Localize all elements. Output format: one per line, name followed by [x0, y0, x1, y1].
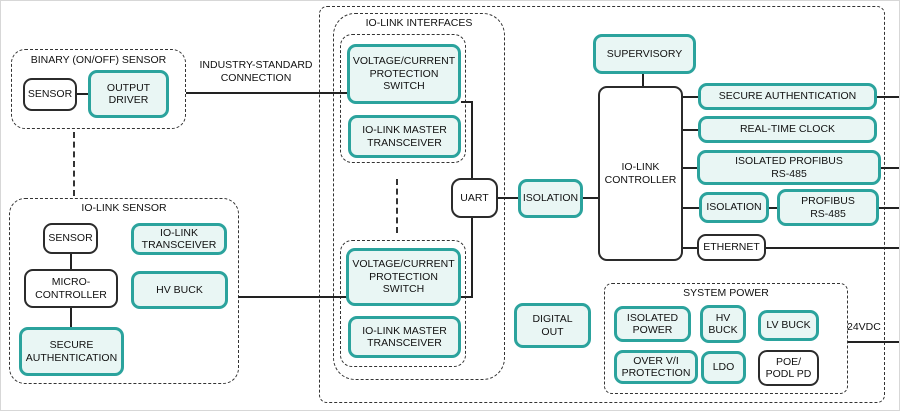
- node-vc-protection-switch-1: VOLTAGE/CURRENT PROTECTION SWITCH: [347, 44, 461, 104]
- node-microcontroller: MICRO- CONTROLLER: [24, 269, 118, 308]
- connector-sensor-to-output-driver: [77, 93, 89, 95]
- node-isolated-profibus: ISOLATED PROFIBUS RS-485: [697, 150, 881, 185]
- connector-supervisory-to-controller: [642, 74, 644, 86]
- node-lv-buck: LV BUCK: [758, 310, 819, 341]
- node-iolink-master-transceiver-1: IO-LINK MASTER TRANSCEIVER: [348, 115, 461, 158]
- connector-iolink-sensor-to-switch2: [238, 296, 347, 298]
- node-vc-protection-switch-2: VOLTAGE/CURRENT PROTECTION SWITCH: [346, 248, 461, 306]
- connector-microcontroller-to-secure-auth: [70, 308, 72, 328]
- node-isolated-power: ISOLATED POWER: [614, 306, 691, 342]
- connector-uart-to-isolation: [498, 197, 518, 199]
- connector-secure-auth-external: [877, 96, 899, 98]
- connector-controller-to-secure-auth: [683, 96, 698, 98]
- connector-port1-stub: [461, 101, 473, 103]
- node-over-vi-protection: OVER V/I PROTECTION: [614, 350, 698, 384]
- node-iolink-sensor-sensor: SENSOR: [43, 223, 98, 254]
- group-main-system: [319, 6, 885, 403]
- node-hv-buck-sensor: HV BUCK: [131, 271, 228, 309]
- connector-24vdc-supply: [848, 341, 899, 343]
- node-digital-out: DIGITAL OUT: [514, 303, 591, 348]
- connector-controller-to-isolated-profibus: [683, 167, 697, 169]
- connector-port2-stub: [461, 296, 473, 298]
- group-title-system-power: SYSTEM POWER: [683, 287, 769, 299]
- node-ethernet: ETHERNET: [697, 234, 766, 261]
- node-ldo: LDO: [701, 351, 746, 384]
- node-poe-podl-pd: POE/ PODL PD: [758, 350, 819, 386]
- connector-more-interfaces-ellipsis: [396, 179, 398, 233]
- node-secure-authentication-main: SECURE AUTHENTICATION: [698, 83, 877, 110]
- connector-controller-to-isolation2: [683, 207, 699, 209]
- connector-sensor-to-microcontroller: [70, 254, 72, 270]
- group-binary-sensor: [11, 49, 186, 129]
- connector-ethernet-external: [766, 247, 899, 249]
- node-isolation-uart: ISOLATION: [518, 179, 583, 218]
- node-secure-authentication-sensor: SECURE AUTHENTICATION: [19, 327, 124, 376]
- label-24vdc: 24VDC: [847, 321, 881, 333]
- node-supervisory: SUPERVISORY: [593, 34, 696, 74]
- label-industry-standard-connection: INDUSTRY-STANDARD CONNECTION: [199, 59, 313, 84]
- group-title-iolink-interfaces: IO-LINK INTERFACES: [365, 17, 473, 29]
- node-iolink-controller: IO-LINK CONTROLLER: [598, 86, 683, 261]
- group-iolink-sensor: [9, 198, 239, 384]
- connector-uart-to-port2: [471, 217, 473, 298]
- connector-isolation2-to-profibus: [769, 207, 777, 209]
- connector-controller-to-rtc: [683, 129, 698, 131]
- connector-binary-to-iolink-sensor-dashed: [73, 132, 75, 196]
- group-system-power: [604, 283, 848, 394]
- group-interface-port-1: [340, 34, 466, 163]
- connector-port1-to-uart: [471, 101, 473, 179]
- connector-controller-to-ethernet: [683, 247, 697, 249]
- node-output-driver: OUTPUT DRIVER: [88, 70, 169, 118]
- node-uart: UART: [451, 178, 498, 218]
- node-profibus: PROFIBUS RS-485: [777, 189, 879, 226]
- group-title-binary-sensor: BINARY (ON/OFF) SENSOR: [30, 54, 167, 66]
- connector-binary-sensor-to-switch1: [186, 92, 347, 94]
- connector-isolation-to-controller: [583, 197, 598, 199]
- group-iolink-interfaces: [333, 13, 505, 380]
- node-real-time-clock: REAL-TIME CLOCK: [698, 116, 877, 143]
- node-isolation-profibus: ISOLATION: [699, 192, 769, 223]
- node-iolink-transceiver: IO-LINK TRANSCEIVER: [131, 223, 227, 255]
- node-binary-sensor-sensor: SENSOR: [23, 78, 77, 111]
- node-iolink-master-transceiver-2: IO-LINK MASTER TRANSCEIVER: [348, 316, 461, 358]
- group-title-iolink-sensor: IO-LINK SENSOR: [81, 202, 167, 214]
- group-interface-port-2: [340, 240, 466, 367]
- connector-profibus-external: [879, 207, 899, 209]
- node-hv-buck-power: HV BUCK: [700, 305, 746, 343]
- connector-isolated-profibus-external: [881, 167, 899, 169]
